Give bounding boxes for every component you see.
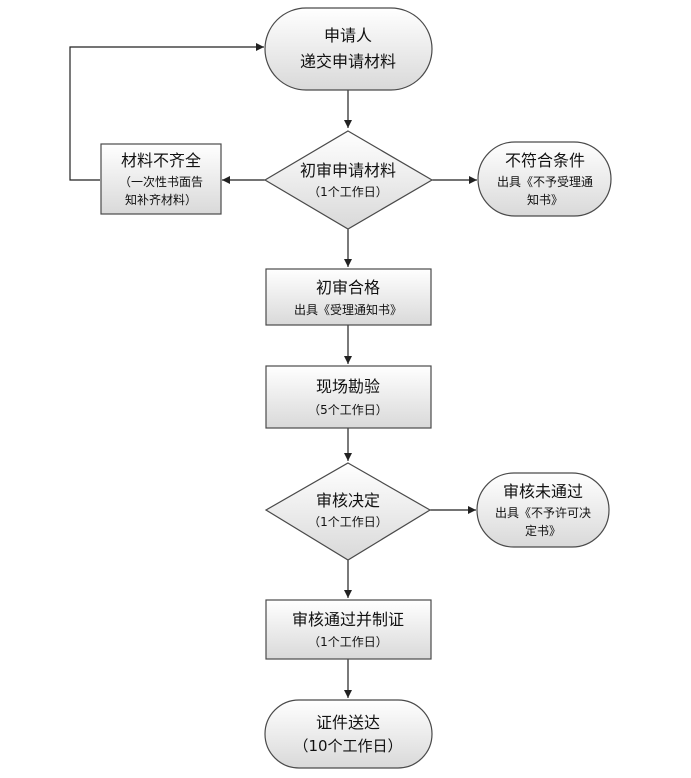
delivery-node: 证件送达 （10个工作日） <box>264 699 433 769</box>
arrow-incomplete-back-to-applicant <box>69 43 264 181</box>
passed-initial-sub: 出具《受理通知书》 <box>294 303 402 317</box>
not-eligible-node: 不符合条件 出具《不予受理通 知书》 <box>477 141 612 217</box>
site-survey-sub: （5个工作日） <box>308 403 388 417</box>
approval-decision-sub: （1个工作日） <box>308 515 388 529</box>
approved-node: 审核通过并制证 （1个工作日） <box>265 599 432 660</box>
not-approved-node: 审核未通过 出具《不予许可决 定书》 <box>476 472 610 548</box>
not-approved-sub2: 定书》 <box>525 523 561 538</box>
initial-review-sub: （1个工作日） <box>308 185 388 199</box>
approval-decision-title: 审核决定 <box>316 491 380 510</box>
incomplete-title: 材料不齐全 <box>121 151 201 170</box>
initial-review-node: 初审申请材料 （1个工作日） <box>263 130 434 230</box>
approved-sub: （1个工作日） <box>308 635 388 649</box>
applicant-line2: 递交申请材料 <box>300 52 396 71</box>
connectors <box>69 43 477 698</box>
applicant-line1: 申请人 <box>324 26 372 45</box>
not-eligible-title: 不符合条件 <box>505 151 585 170</box>
applicant-node: 申请人 递交申请材料 <box>264 7 433 91</box>
not-approved-title: 审核未通过 <box>503 482 583 501</box>
initial-review-title: 初审申请材料 <box>300 161 396 180</box>
incomplete-sub1: （一次性书面告 <box>119 175 203 189</box>
passed-initial-title: 初审合格 <box>316 278 380 297</box>
site-survey-title: 现场勘验 <box>316 377 380 396</box>
incomplete-node: 材料不齐全 （一次性书面告 知补齐材料） <box>100 143 222 215</box>
approved-title: 审核通过并制证 <box>292 610 404 629</box>
site-survey-node: 现场勘验 （5个工作日） <box>265 365 432 429</box>
not-eligible-sub2: 知书》 <box>527 193 563 207</box>
passed-initial-node: 初审合格 出具《受理通知书》 <box>265 268 432 326</box>
not-approved-sub1: 出具《不予许可决 <box>495 506 591 520</box>
not-eligible-sub1: 出具《不予受理通 <box>497 175 593 189</box>
approval-decision-node: 审核决定 （1个工作日） <box>264 462 432 561</box>
incomplete-sub2: 知补齐材料） <box>125 192 197 207</box>
delivery-sub: （10个工作日） <box>293 737 402 755</box>
delivery-title: 证件送达 <box>316 713 380 732</box>
